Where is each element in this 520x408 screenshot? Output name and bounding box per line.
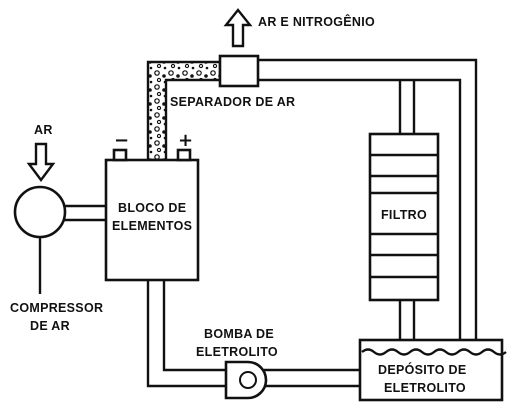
return-pipe-inner xyxy=(258,78,462,348)
filter xyxy=(368,132,440,302)
positive-symbol: + xyxy=(178,130,193,151)
air-compressor xyxy=(13,185,67,239)
compressor-label-2: DE AR xyxy=(30,319,70,333)
separator-label: SEPARADOR DE AR xyxy=(170,95,295,109)
negative-symbol: − xyxy=(114,130,129,151)
block-label-2: ELEMENTOS xyxy=(112,219,192,233)
pump-to-block-pipe-inner xyxy=(162,280,226,372)
compressor-label-1: COMPRESSOR xyxy=(10,301,103,315)
block-label-1: BLOCO DE xyxy=(118,201,186,215)
deposit-label-2: ELETROLITO xyxy=(384,381,466,395)
pump-label-1: BOMBA DE xyxy=(204,327,274,341)
air-separator xyxy=(218,54,260,88)
air-inlet-arrow xyxy=(26,142,56,182)
pump-to-block-pipe-outer xyxy=(146,280,226,388)
compressor-pipe xyxy=(64,204,106,222)
positive-terminal xyxy=(176,148,192,162)
electrolyte-pump xyxy=(224,360,268,400)
air-nitrogen-label: AR E NITROGÊNIO xyxy=(258,14,375,29)
pump-label-2: ELETROLITO xyxy=(196,345,278,359)
air-nitrogen-outlet-arrow xyxy=(223,8,253,48)
return-pipe-outer xyxy=(258,58,478,356)
electrolyte-deposit xyxy=(358,338,507,402)
negative-terminal xyxy=(112,148,128,162)
deposit-label-1: DEPÓSITO DE xyxy=(378,362,467,377)
air-inlet-label: AR xyxy=(34,123,53,137)
cell-block xyxy=(104,158,200,282)
filter-label: FILTRO xyxy=(381,208,427,222)
